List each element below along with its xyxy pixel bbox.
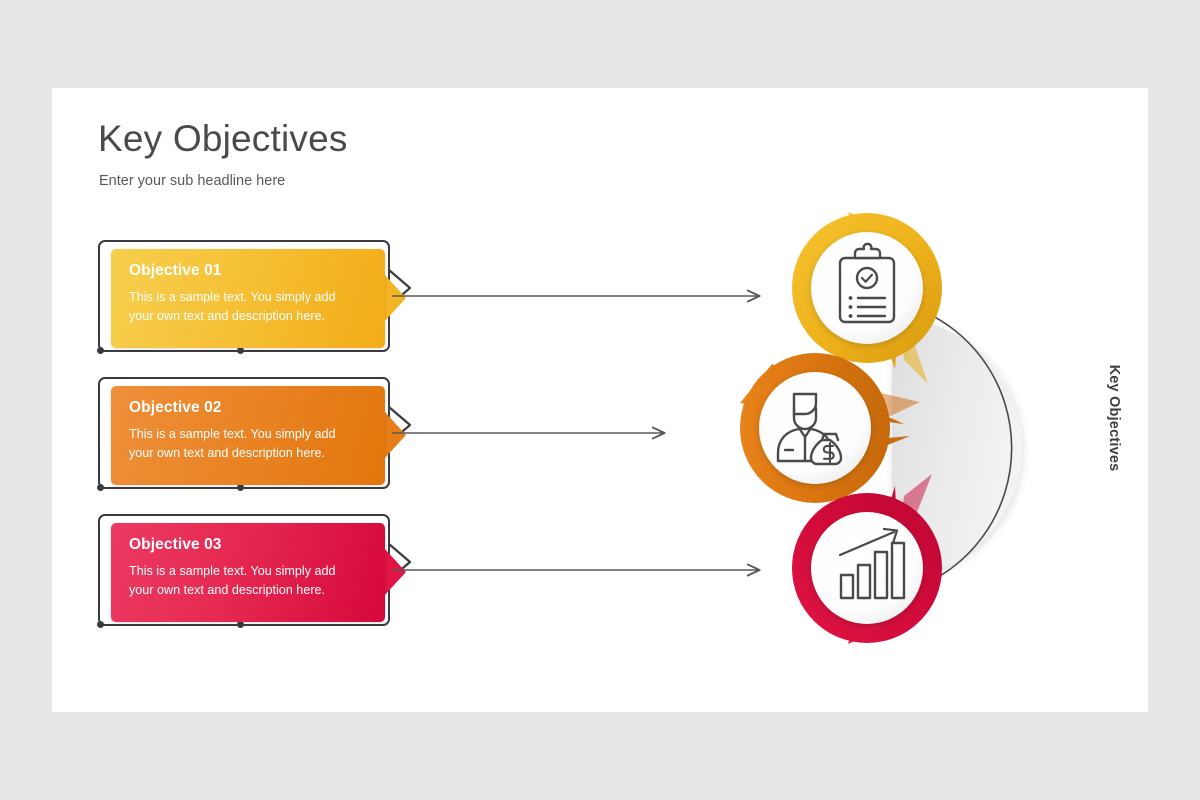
page-title: Key Objectives <box>98 118 348 159</box>
objectives-diagram: Key Objectives <box>652 188 1132 668</box>
teardrop-objective-2[interactable] <box>740 353 920 503</box>
slide-canvas: Key Objectives Enter your sub headline h… <box>52 88 1148 712</box>
frame-dot-bottom-mid <box>237 483 244 491</box>
card-notch-arrow <box>384 274 406 322</box>
objective-card-1[interactable]: Objective 01 This is a sample text. You … <box>96 240 443 354</box>
card-body: Objective 03 This is a sample text. You … <box>111 523 385 622</box>
teardrop-objective-3[interactable] <box>792 474 942 644</box>
card-description: This is a sample text. You simply add yo… <box>129 290 336 324</box>
card-description: This is a sample text. You simply add yo… <box>129 564 336 598</box>
connector-arrows <box>392 88 1148 712</box>
card-body: Objective 02 This is a sample text. You … <box>111 386 385 485</box>
frame-dot-bottom-left <box>96 346 104 354</box>
objective-card-3[interactable]: Objective 03 This is a sample text. You … <box>96 514 443 628</box>
objective-card-2[interactable]: Objective 02 This is a sample text. You … <box>96 377 443 491</box>
card-description: This is a sample text. You simply add yo… <box>129 427 336 461</box>
frame-dot-bottom-mid <box>237 620 244 628</box>
icon-circle-2 <box>759 372 871 484</box>
teardrop-objective-1[interactable] <box>792 212 975 430</box>
frame-dot-bottom-left <box>96 620 104 628</box>
center-half-disc <box>892 318 1022 578</box>
card-notch-arrow <box>384 411 406 459</box>
frame-dot-bottom-left <box>96 483 104 491</box>
clipboard-check-icon <box>838 242 896 324</box>
card-body: Objective 01 This is a sample text. You … <box>111 249 385 348</box>
frame-dot-bottom-mid <box>237 346 244 354</box>
center-label: Key Objectives <box>1106 364 1122 472</box>
card-title: Objective 01 <box>129 262 222 279</box>
card-title: Objective 03 <box>129 536 222 553</box>
growth-bar-chart-icon <box>838 527 906 600</box>
card-notch-arrow <box>384 548 406 596</box>
businessman-money-icon <box>776 392 843 466</box>
icon-circle-3 <box>811 512 923 624</box>
page-subtitle: Enter your sub headline here <box>99 173 286 189</box>
card-title: Objective 02 <box>129 399 222 416</box>
